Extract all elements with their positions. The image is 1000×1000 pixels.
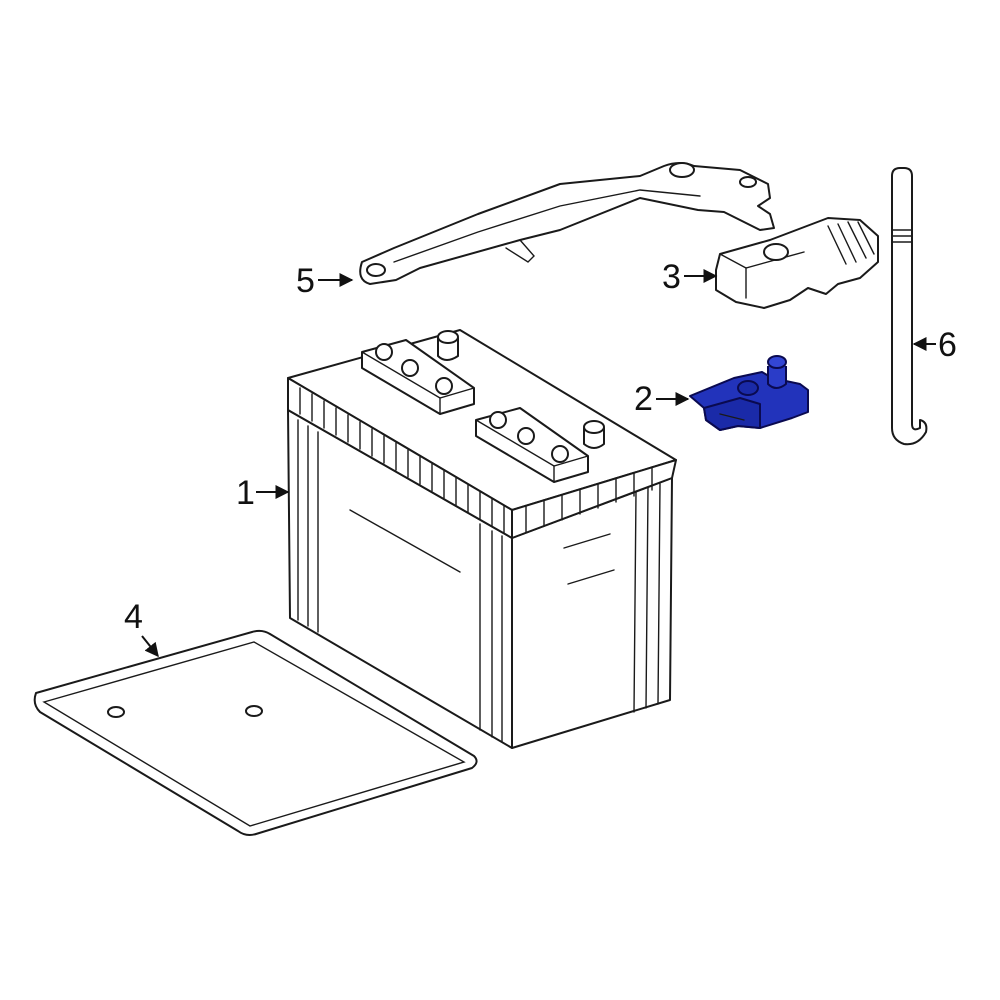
callout-label-5: 5 — [296, 262, 315, 300]
callout-label-2: 2 — [634, 380, 653, 418]
callout-1: 1 — [236, 474, 290, 512]
callout-3: 3 — [662, 258, 718, 296]
callout-label-4: 4 — [124, 598, 143, 636]
tray-hole-left — [107, 706, 125, 718]
battery[interactable] — [287, 329, 677, 749]
tray-hole-right — [245, 705, 263, 717]
terminal-cover[interactable] — [715, 217, 879, 309]
callout-2: 2 — [634, 380, 690, 418]
hold-down-rod[interactable] — [891, 167, 928, 446]
battery-tray[interactable] — [33, 629, 478, 836]
callout-label-6: 6 — [938, 326, 957, 364]
callout-label-1: 1 — [236, 474, 255, 512]
callout-6: 6 — [912, 326, 957, 364]
callout-label-3: 3 — [662, 258, 681, 296]
terminal-clamp[interactable] — [689, 355, 809, 431]
callout-4: 4 — [124, 598, 159, 658]
callout-5: 5 — [296, 262, 354, 300]
hold-down-bracket[interactable] — [359, 162, 775, 285]
